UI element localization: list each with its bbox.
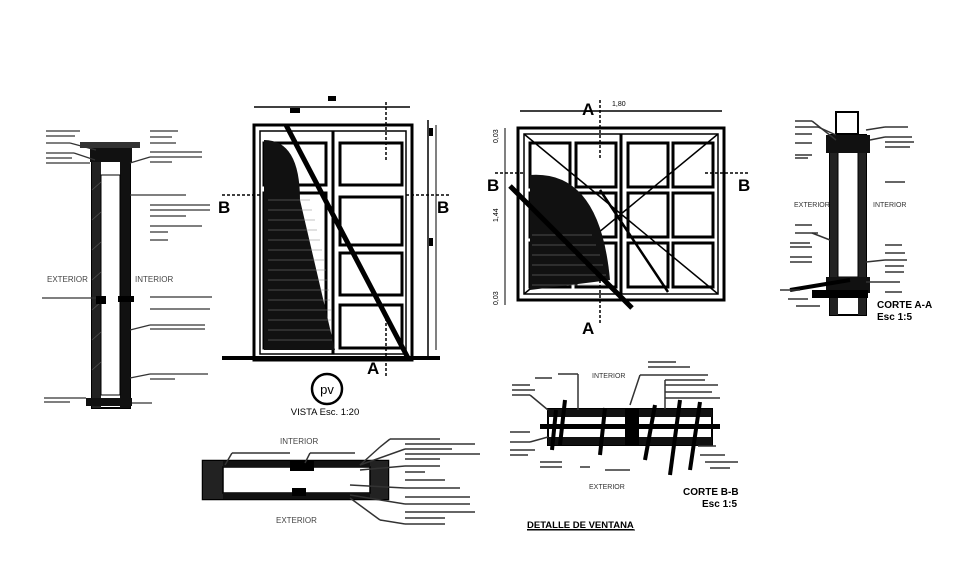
left-vertical-section: EXTERIOR INTERIOR	[42, 130, 212, 409]
corte-bb-section: INTERIOR EXTERIOR CORTE B-B Esc 1:5	[510, 361, 739, 510]
vista-title: VISTA Esc. 1:20	[291, 407, 359, 418]
corte-aa-title: CORTE A-A	[877, 300, 932, 311]
dim-height: 1,44	[493, 208, 500, 222]
label-exterior-corte-bb: EXTERIOR	[589, 484, 625, 491]
section-b-left-elev2: B	[487, 176, 499, 195]
dim-bottom-margin: 0,03	[493, 291, 500, 305]
section-b-right-elev2: B	[738, 176, 750, 195]
second-elevation: 1,80 0,03 1,44 0,03	[487, 100, 750, 338]
label-interior-corte-aa: INTERIOR	[873, 202, 906, 209]
horizontal-section: INTERIOR EXTERIOR	[201, 437, 480, 525]
detalle-title: DETALLE DE VENTANA	[527, 520, 634, 531]
section-b-left-vista: B	[218, 198, 230, 217]
section-b-right-vista: B	[437, 198, 449, 217]
label-interior-left: INTERIOR	[135, 275, 173, 284]
corte-bb-scale: Esc 1:5	[702, 499, 737, 510]
corte-aa-scale: Esc 1:5	[877, 312, 912, 323]
label-interior-corte-bb: INTERIOR	[592, 373, 625, 380]
section-a-bottom-elev2: A	[582, 319, 594, 338]
dim-width: 1,80	[612, 101, 626, 108]
corte-bb-title: CORTE B-B	[683, 487, 739, 498]
label-exterior-hsection: EXTERIOR	[276, 516, 317, 525]
label-exterior-left: EXTERIOR	[47, 275, 88, 284]
section-a-vista: A	[367, 359, 379, 378]
label-exterior-corte-aa: EXTERIOR	[794, 202, 830, 209]
dim-top-margin: 0,03	[493, 129, 500, 143]
pv-symbol-label: pv	[320, 382, 334, 397]
vista-elevation: B B A pv VISTA Esc. 1:20	[218, 96, 450, 418]
label-interior-hsection: INTERIOR	[280, 437, 318, 446]
section-a-top-elev2: A	[582, 100, 594, 119]
corte-aa-section: EXTERIOR INTERIOR CORTE A-A Esc 1:5	[780, 111, 932, 323]
